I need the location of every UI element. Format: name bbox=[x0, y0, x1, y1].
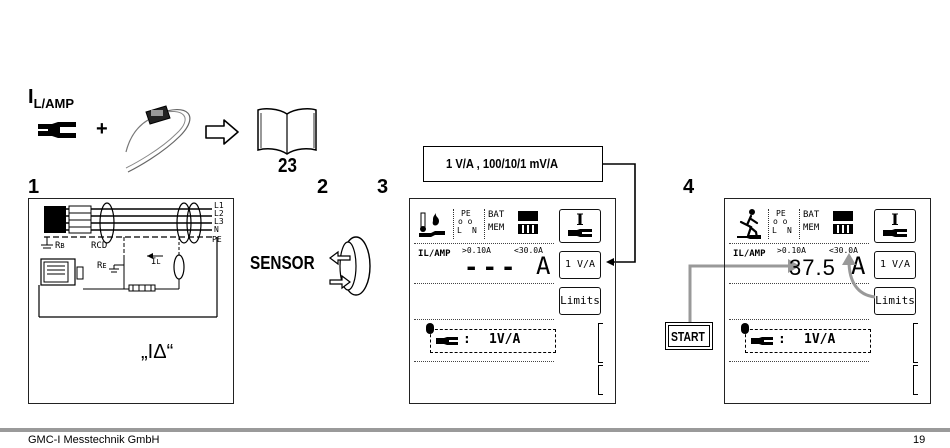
start-arrow bbox=[688, 259, 800, 322]
divider bbox=[414, 361, 554, 362]
label-l1: L1 bbox=[214, 201, 224, 210]
range-low: >0.10A bbox=[777, 246, 806, 255]
function-key-current[interactable]: I bbox=[559, 209, 601, 243]
step-number-3: 3 bbox=[377, 176, 389, 198]
function-key-current[interactable]: I bbox=[874, 209, 916, 243]
next-arrow-icon bbox=[205, 119, 239, 145]
label-l3: L3 bbox=[214, 217, 224, 226]
limits-key[interactable]: Limits bbox=[874, 287, 916, 315]
bracket bbox=[598, 365, 603, 395]
rotary-selector-icon bbox=[329, 236, 371, 296]
step-number-1: 1 bbox=[28, 176, 40, 198]
i-label: I bbox=[28, 86, 34, 108]
memory-label: MEM bbox=[488, 223, 505, 233]
label-pe: PE bbox=[212, 235, 222, 244]
range-key[interactable]: 1 V/A bbox=[559, 251, 601, 279]
divider bbox=[414, 243, 554, 244]
bracket bbox=[913, 323, 918, 363]
measurement-label: IL/AMP bbox=[418, 249, 451, 259]
clamp-plug-icon bbox=[883, 229, 907, 237]
divider bbox=[414, 283, 554, 284]
function-key-label: I bbox=[576, 210, 584, 229]
page-reference: 23 bbox=[278, 155, 297, 177]
label-rcd: RCD bbox=[91, 241, 108, 251]
setting-separator: : bbox=[778, 332, 786, 347]
battery-icon bbox=[518, 211, 538, 221]
start-button[interactable]: START bbox=[665, 322, 713, 350]
header-title: IL/AMP bbox=[28, 86, 75, 111]
footer-rule bbox=[0, 428, 950, 432]
label-l2: L2 bbox=[214, 209, 224, 218]
range-key[interactable]: 1 V/A bbox=[874, 251, 916, 279]
footer-page-number: 19 bbox=[913, 434, 926, 446]
range-setting-field[interactable]: : 1V/A bbox=[430, 329, 556, 353]
divider bbox=[729, 243, 869, 244]
clamp-plug-icon bbox=[38, 122, 76, 138]
manual-book-icon bbox=[257, 108, 317, 155]
bracket bbox=[913, 365, 918, 395]
memory-label: MEM bbox=[803, 223, 820, 233]
clamp-plug-icon bbox=[568, 229, 592, 237]
label-re: RE bbox=[97, 261, 107, 271]
footer-company: GMC-I Messtechnik GmbH bbox=[28, 434, 160, 446]
label-il: IL bbox=[151, 257, 161, 267]
step-number-2: 2 bbox=[317, 176, 329, 198]
pedestrian-icon bbox=[737, 209, 761, 240]
clamp-plug-icon bbox=[436, 337, 458, 345]
sensor-label: SENSOR bbox=[250, 253, 315, 273]
pe-ln-indicator: PE o o L N bbox=[453, 209, 485, 239]
pe-ln-indicator: PE o o L N bbox=[768, 209, 800, 239]
temperature-icon bbox=[419, 212, 445, 237]
range-callout-box: 1 V/A , 100/10/1 mV/A bbox=[423, 146, 603, 182]
measurement-label: IL/AMP bbox=[733, 249, 766, 259]
measurement-value: 37.5 bbox=[789, 255, 836, 280]
setting-value: 1V/A bbox=[489, 332, 521, 347]
meter-screen-4: PE o o L N BAT MEM I IL/AMP >0.10A <30.0… bbox=[724, 198, 931, 404]
range-low: >0.10A bbox=[462, 246, 491, 255]
battery-label: BAT bbox=[488, 210, 505, 220]
start-button-label: START bbox=[671, 329, 705, 344]
memory-icon bbox=[833, 224, 853, 234]
setting-separator: : bbox=[463, 332, 471, 347]
connection-diagram-panel: L1 L2 L3 N PE RB RCD RE IL „IΔ“ bbox=[28, 198, 234, 404]
range-high: <30.0A bbox=[514, 246, 543, 255]
selected-parameter-marker bbox=[741, 323, 749, 334]
bracket bbox=[598, 323, 603, 363]
range-high: <30.0A bbox=[829, 246, 858, 255]
divider bbox=[414, 319, 554, 320]
measurement-value: --- bbox=[464, 253, 520, 281]
divider bbox=[729, 283, 869, 284]
limits-key[interactable]: Limits bbox=[559, 287, 601, 315]
meter-screen-3: PE o o L N BAT MEM I IL/AMP >0.10A <30.0… bbox=[409, 198, 616, 404]
label-n: N bbox=[214, 225, 219, 234]
memory-icon bbox=[518, 224, 538, 234]
limits-arrow bbox=[842, 253, 876, 299]
clamp-plug-icon bbox=[751, 337, 773, 345]
current-clamp-image bbox=[125, 105, 191, 173]
plus-sign: + bbox=[96, 118, 108, 140]
circuit-diagram bbox=[38, 202, 218, 318]
battery-icon bbox=[833, 211, 853, 221]
callout-arrow bbox=[603, 163, 636, 266]
battery-label: BAT bbox=[803, 210, 820, 220]
setting-value: 1V/A bbox=[804, 332, 836, 347]
diagram-caption: „IΔ“ bbox=[141, 341, 174, 363]
selected-parameter-marker bbox=[426, 323, 434, 334]
divider bbox=[729, 319, 869, 320]
range-callout-text: 1 V/A , 100/10/1 mV/A bbox=[446, 156, 559, 171]
measurement-unit: A bbox=[851, 252, 866, 280]
measurement-unit: A bbox=[536, 252, 551, 280]
i-subscript: L/AMP bbox=[33, 96, 75, 111]
range-setting-field[interactable]: : 1V/A bbox=[745, 329, 871, 353]
step-number-4: 4 bbox=[683, 176, 695, 198]
divider bbox=[729, 361, 869, 362]
label-rb: RB bbox=[55, 241, 65, 251]
function-key-label: I bbox=[891, 210, 899, 229]
